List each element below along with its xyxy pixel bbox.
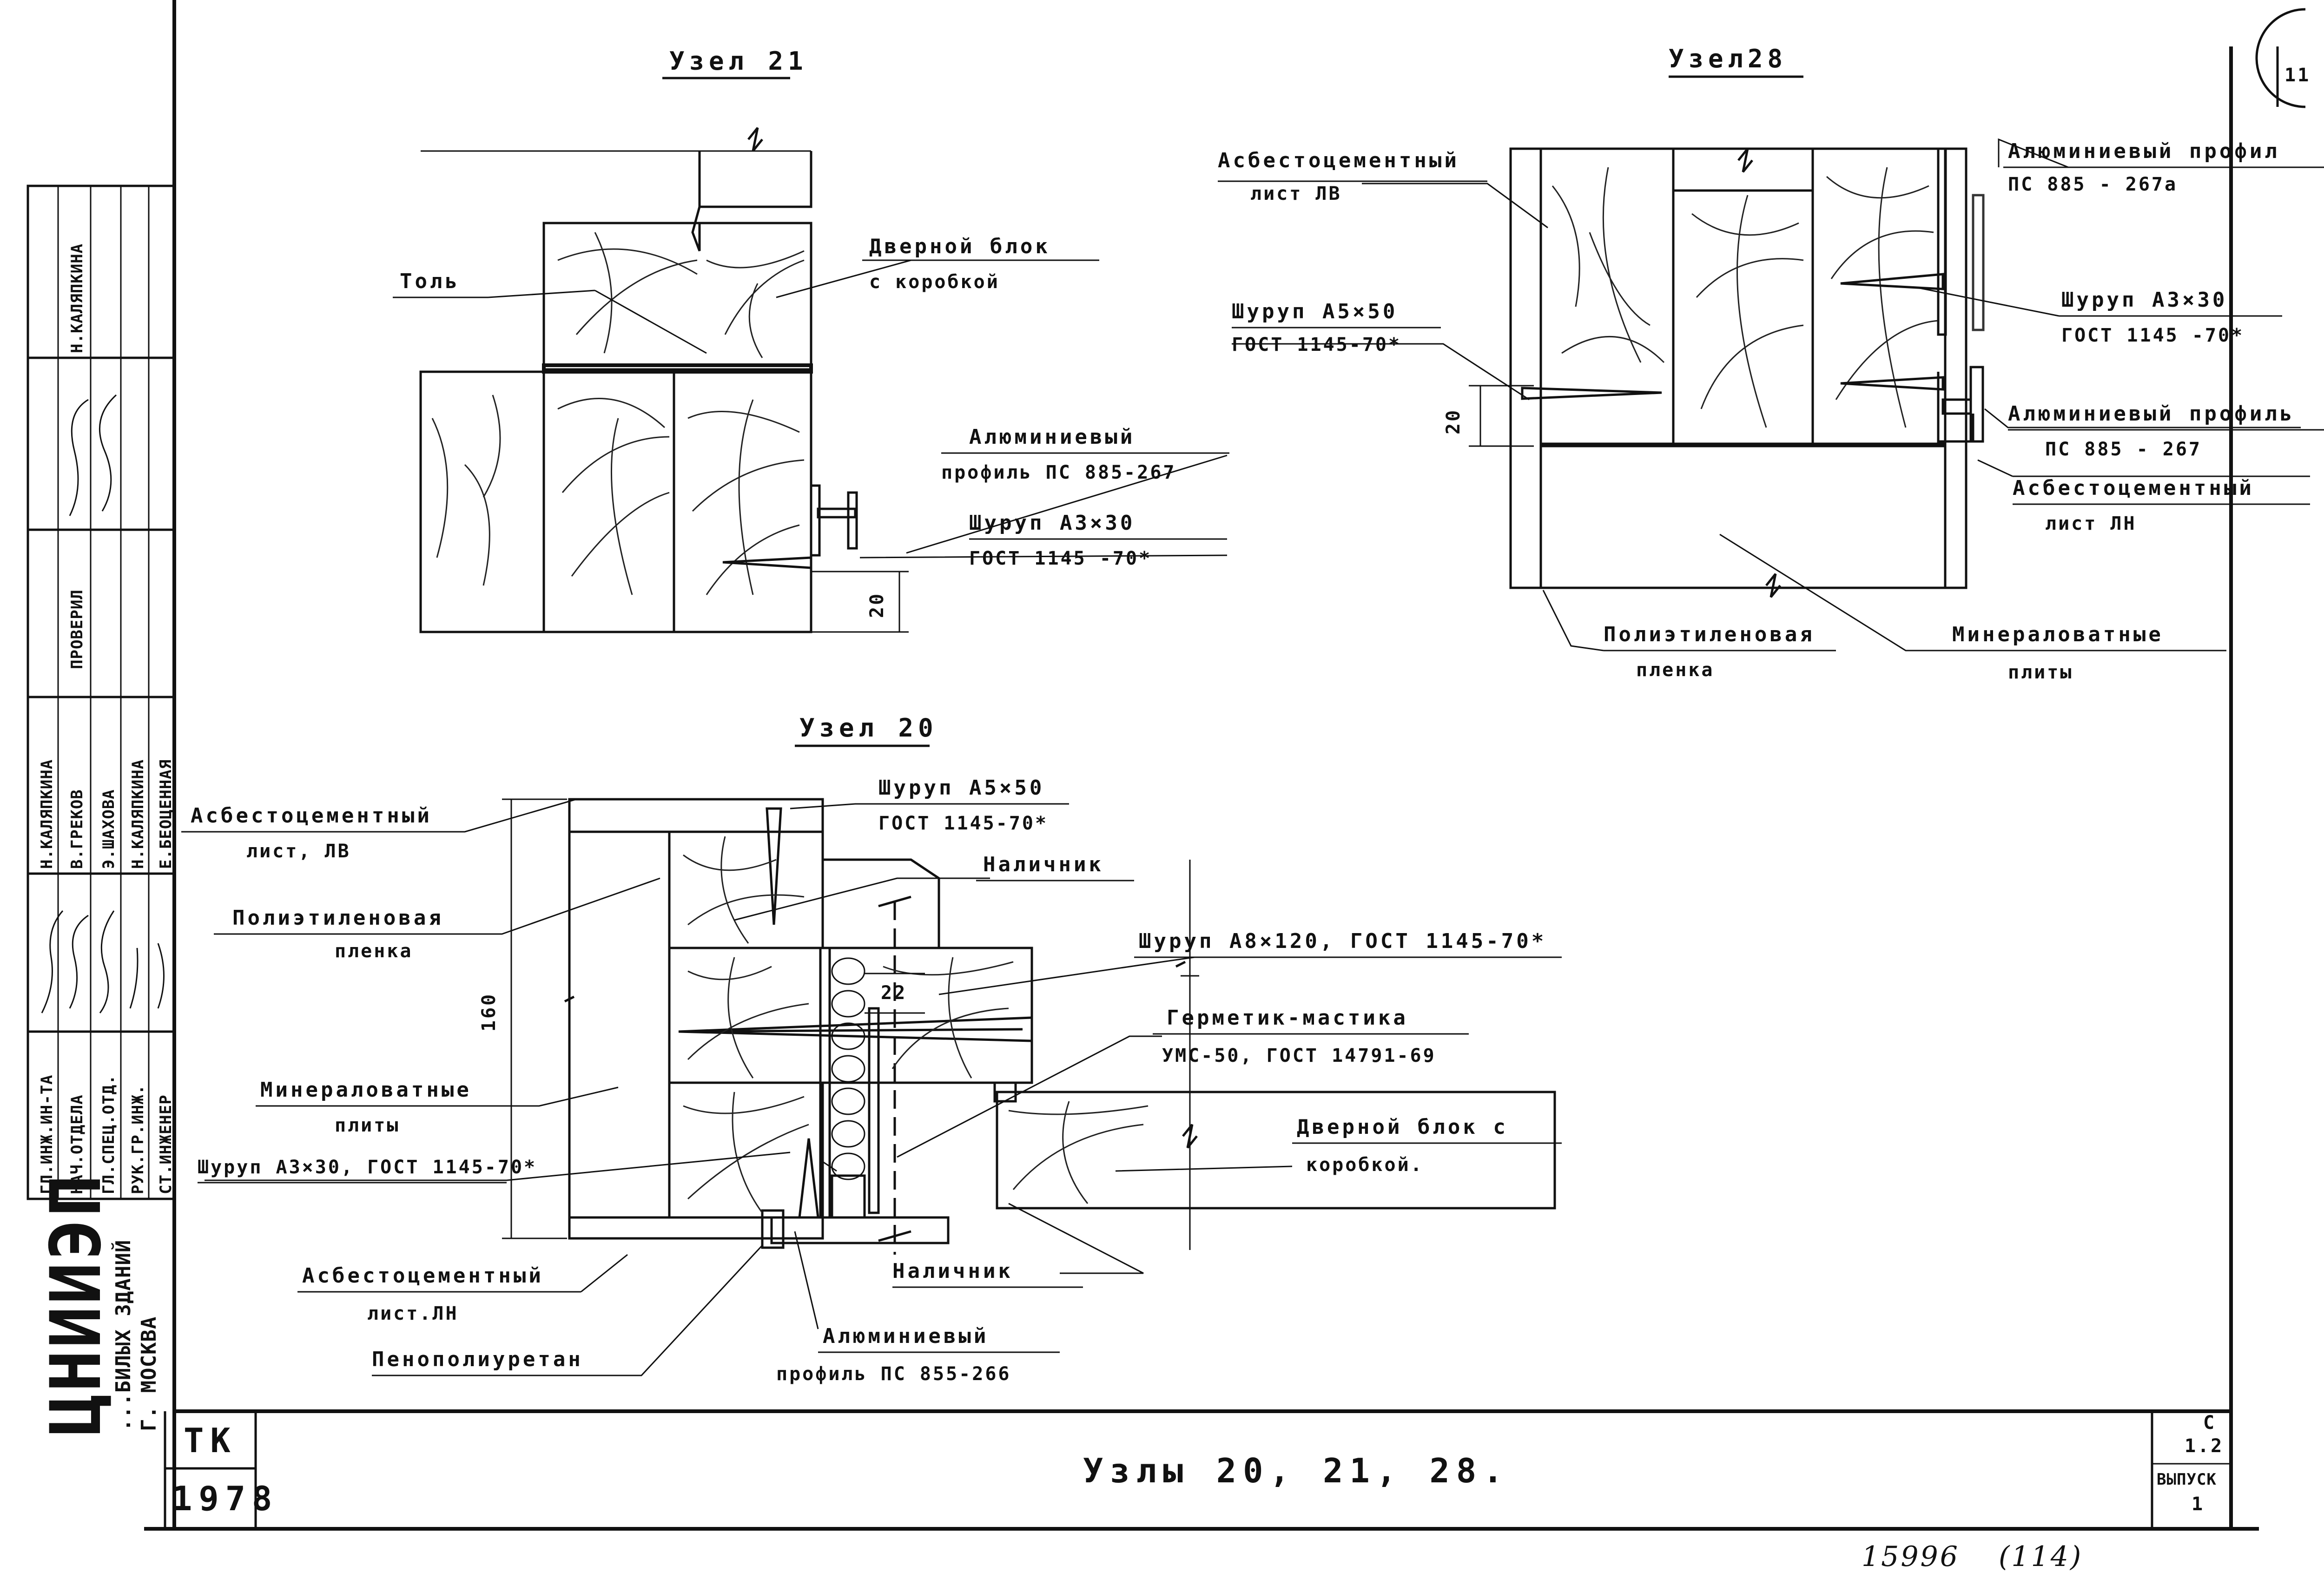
staff-role-3: ГЛ.СПЕЦ.ОТД. <box>99 1074 118 1194</box>
title-code: ТК <box>184 1421 237 1460</box>
sheet-number: 1.2 <box>2185 1435 2224 1457</box>
checked-name: Н.КАЛЯПКИНА <box>68 243 86 353</box>
node-20-label-asb-1a: Асбестоцементный <box>191 804 432 828</box>
node-21-label-profile-2: профиль ПС 885-267 <box>941 462 1176 483</box>
staff-role-5: СТ.ИНЖЕНЕР <box>157 1094 175 1194</box>
node-21-label-screw-2: ГОСТ 1145 -70* <box>969 548 1152 569</box>
node-21-label-door-1: Дверной блок <box>869 235 1050 258</box>
node-28: Узел28 20 Асбестоцементный <box>1218 44 2324 683</box>
staff-role-2: НАЧ.ОТДЕЛА <box>68 1094 86 1194</box>
staff-stamp: ГЛ.ИНЖ.ИН-ТА НАЧ.ОТДЕЛА ГЛ.СПЕЦ.ОТД. РУК… <box>26 184 176 1436</box>
org-line-2: Г. МОСКВА <box>137 1316 161 1431</box>
staff-name-3: Э.ШАХОВА <box>99 789 118 869</box>
node-21-label-door-2: с коробкой <box>869 271 1000 293</box>
signature-scribble <box>41 394 165 1013</box>
node-20-label-screw-c: Шуруп А3×30, ГОСТ 1145-70* <box>198 1157 537 1178</box>
node-28-label-asb-2b: лист ЛН <box>2045 513 2137 534</box>
node-28-label-poly-2: пленка <box>1636 659 1715 681</box>
node-21-title: Узел 21 <box>669 46 808 76</box>
node-28-label-asb-1b: лист ЛВ <box>1250 183 1342 204</box>
staff-name-5: Е.БЕОЦЕННАЯ <box>157 759 175 869</box>
node-20-label-trim-1: Наличник <box>983 853 1104 876</box>
org-line-1: ...БИЛЫХ ЗДАНИЙ <box>111 1240 135 1431</box>
node-21-label-profile-1: Алюминиевый <box>969 425 1135 449</box>
node-28-label-screw-b2: ГОСТ 1145 -70* <box>2061 325 2244 346</box>
node-28-label-mineral-2: плиты <box>2008 662 2073 683</box>
node-28-label-mineral-1: Минераловатные <box>1952 623 2164 646</box>
node-20-label-asb-2a: Асбестоцементный <box>302 1264 544 1288</box>
node-20-label-asb-1b: лист, ЛВ <box>246 841 351 862</box>
page-mark: (114) <box>1999 1540 2083 1573</box>
sheet-frame <box>144 0 2259 1531</box>
node-20-label-trim-2: Наличник <box>892 1259 1013 1283</box>
node-20-label-foam: Пенополиуретан <box>372 1348 583 1371</box>
checked-role: ПРОВЕРИЛ <box>68 589 86 669</box>
node-20-label-alu-1: Алюминиевый <box>823 1324 989 1348</box>
sheet-label: С <box>2203 1412 2216 1434</box>
node-20-label-seal-1: Герметик-мастика <box>1167 1006 1408 1030</box>
node-20-label-door-2: коробкой. <box>1306 1154 1424 1176</box>
node-28-label-screw-a2: ГОСТ 1145-70* <box>1232 334 1401 355</box>
node-28-label-alu-1b: ПС 885 - 267а <box>2008 174 2178 195</box>
node-28-label-screw-b1: Шуруп А3×30 <box>2061 288 2227 312</box>
node-20-label-seal-2: УМС-50, ГОСТ 14791-69 <box>1162 1045 1436 1066</box>
title-year: 1978 <box>172 1479 278 1518</box>
node-28-label-asb-2a: Асбестоцементный <box>2013 476 2254 500</box>
staff-name-1: Н.КАЛЯПКИНА <box>38 759 56 869</box>
main-title: Узлы 20, 21, 28. <box>1083 1451 1510 1490</box>
node-20-dim-160: 160 <box>478 993 500 1032</box>
node-28-label-alu-2a: Алюминиевый профиль <box>2008 402 2295 426</box>
node-20-label-poly-1: Полиэтиленовая <box>232 906 444 930</box>
staff-name-2: В.ГРЕКОВ <box>68 789 86 869</box>
node-20-title: Узел 20 <box>799 713 938 743</box>
node-20-label-screw-a2: ГОСТ 1145-70* <box>878 813 1048 834</box>
node-21: Узел 21 20 Толь Дверной блок с коробкой <box>393 46 1229 633</box>
sealant-column <box>831 957 866 1219</box>
node-20: Узел 20 <box>181 713 1562 1385</box>
node-28-title: Узел28 <box>1669 44 1787 73</box>
inventory-number: 15996 <box>1862 1540 1960 1573</box>
node-21-label-tol: Толь <box>400 270 460 293</box>
node-20-label-mineral-1: Минераловатные <box>260 1078 472 1102</box>
node-28-label-poly-1: Полиэтиленовая <box>1604 623 1815 646</box>
node-21-label-screw-1: Шуруп А3×30 <box>969 511 1135 535</box>
node-20-label-screw-b: Шуруп А8×120, ГОСТ 1145-70* <box>1139 929 1546 953</box>
staff-role-1: ГЛ.ИНЖ.ИН-ТА <box>38 1074 56 1194</box>
staff-name-4: Н.КАЛЯПКИНА <box>129 759 147 869</box>
node-20-label-door-1: Дверной блок с <box>1297 1115 1508 1139</box>
node-21-dim: 20 <box>866 592 888 618</box>
corner-arc <box>2255 8 2306 108</box>
node-28-label-alu-2b: ПС 885 - 267 <box>2045 439 2202 460</box>
issue-number: 1 <box>2192 1493 2205 1515</box>
node-28-label-asb-1a: Асбестоцементный <box>1218 149 1459 172</box>
staff-role-4: РУК.ГР.ИНЖ. <box>129 1085 147 1194</box>
title-block: ТК 1978 Узлы 20, 21, 28. С 1.2 ВЫПУСК 1 … <box>172 8 2311 1573</box>
node-20-label-alu-2: профиль ПС 855-266 <box>776 1363 1011 1385</box>
node-20-label-asb-2b: лист.ЛН <box>367 1303 459 1324</box>
corner-number: 11 <box>2284 65 2311 86</box>
node-28-label-screw-a1: Шуруп А5×50 <box>1232 300 1398 323</box>
org-logo: ЦНИИЭП <box>36 1173 117 1436</box>
node-28-dim: 20 <box>1443 408 1464 434</box>
node-20-label-mineral-2: плиты <box>335 1115 400 1136</box>
node-20-dim-22: 22 <box>881 982 907 1004</box>
node-20-label-screw-a1: Шуруп А5×50 <box>878 776 1044 800</box>
issue-label: ВЫПУСК <box>2157 1470 2217 1489</box>
node-20-label-poly-2: пленка <box>335 941 413 962</box>
node-28-label-alu-1a: Алюминиевый профил <box>2008 139 2280 163</box>
